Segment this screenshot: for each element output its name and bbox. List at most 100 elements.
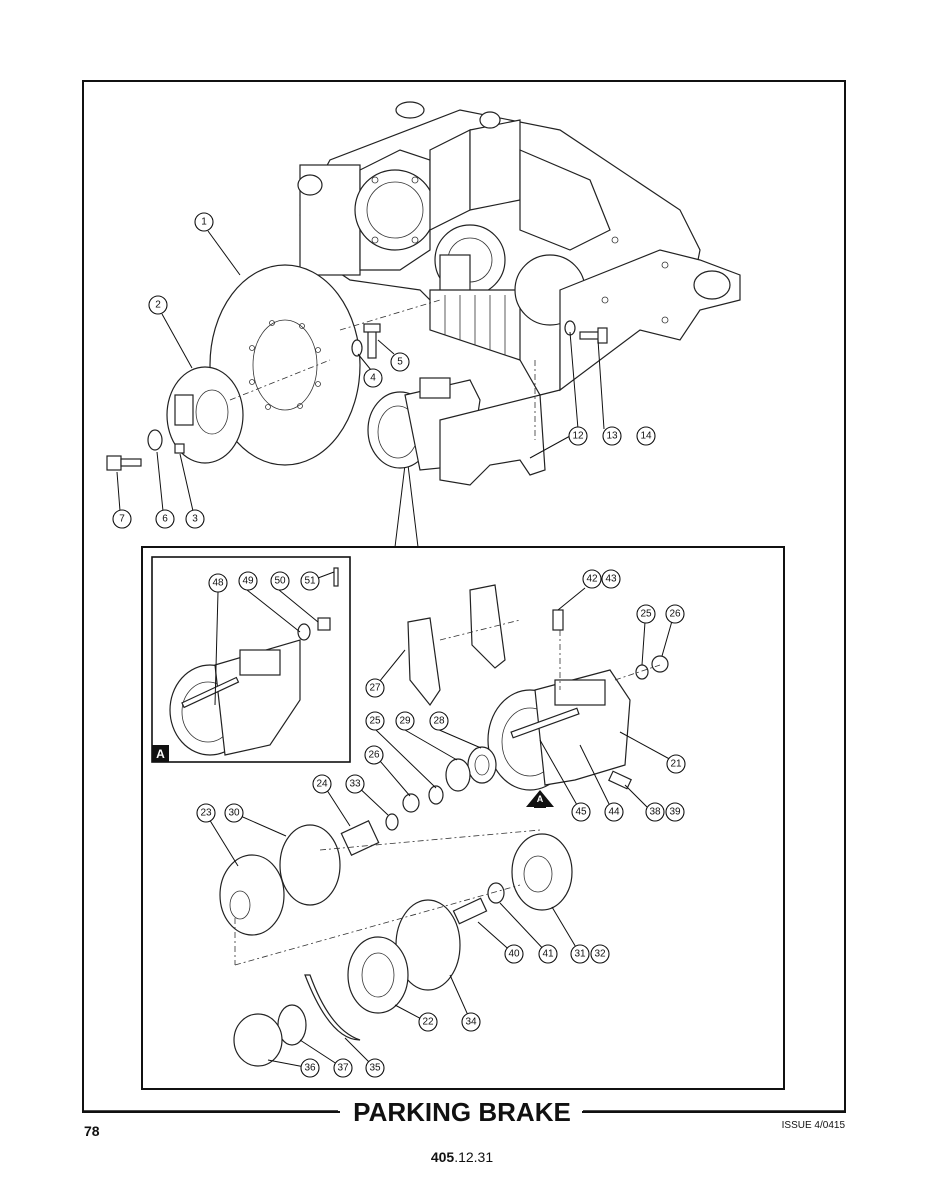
callout-31: 31 bbox=[570, 944, 590, 964]
callout-45: 45 bbox=[571, 802, 591, 822]
ring-25 bbox=[428, 785, 444, 805]
svg-text:35: 35 bbox=[369, 1063, 381, 1074]
bolt-5 bbox=[363, 323, 381, 359]
svg-text:2: 2 bbox=[155, 300, 161, 311]
callout-26: 26 bbox=[364, 745, 384, 765]
brake-pads bbox=[407, 584, 506, 707]
svg-text:43: 43 bbox=[605, 574, 617, 585]
callout-21: 21 bbox=[666, 754, 686, 774]
nut-41 bbox=[487, 882, 505, 904]
callout-35: 35 bbox=[365, 1058, 385, 1078]
callout-24: 24 bbox=[312, 774, 332, 794]
svg-text:42: 42 bbox=[586, 574, 598, 585]
screw-40 bbox=[452, 897, 488, 925]
axle-housing bbox=[297, 101, 741, 396]
callout-22: 22 bbox=[418, 1012, 438, 1032]
callout-41: 41 bbox=[538, 944, 558, 964]
svg-text:30: 30 bbox=[228, 808, 240, 819]
svg-text:28: 28 bbox=[433, 716, 445, 727]
svg-text:25: 25 bbox=[640, 609, 652, 620]
svg-text:37: 37 bbox=[337, 1063, 349, 1074]
assembly-lines-top bbox=[229, 299, 536, 440]
callout-6: 6 bbox=[155, 509, 175, 529]
callout-26-right: 26 bbox=[665, 604, 685, 624]
title-bar: PARKING BRAKE bbox=[83, 1096, 845, 1127]
svg-text:23: 23 bbox=[200, 808, 212, 819]
detail-panel-frame bbox=[141, 546, 785, 1090]
callout-1: 1 bbox=[194, 212, 214, 232]
svg-text:33: 33 bbox=[349, 779, 361, 790]
callout-51: 51 bbox=[300, 571, 320, 591]
svg-text:41: 41 bbox=[542, 949, 554, 960]
ring-33 bbox=[385, 813, 399, 831]
callout-23: 23 bbox=[196, 803, 216, 823]
callout-28: 28 bbox=[429, 711, 449, 731]
adjuster-31 bbox=[511, 833, 573, 911]
nut-3 bbox=[174, 443, 185, 454]
callout-30: 30 bbox=[224, 803, 244, 823]
drive-flange bbox=[166, 366, 244, 464]
svg-text:4: 4 bbox=[370, 373, 376, 384]
svg-text:29: 29 bbox=[399, 716, 411, 727]
direction-arrow-a: A bbox=[526, 790, 554, 808]
inset-caliper bbox=[169, 567, 339, 756]
bolt-7 bbox=[106, 455, 142, 471]
svg-text:27: 27 bbox=[369, 683, 381, 694]
callout-37: 37 bbox=[333, 1058, 353, 1078]
svg-text:A: A bbox=[537, 794, 544, 804]
mounting-bracket bbox=[439, 394, 546, 486]
svg-text:34: 34 bbox=[465, 1017, 477, 1028]
svg-text:22: 22 bbox=[422, 1017, 434, 1028]
bleeder-42 bbox=[552, 609, 564, 631]
page-number: 78 bbox=[84, 1123, 100, 1139]
svg-text:3: 3 bbox=[192, 514, 198, 525]
svg-text:5: 5 bbox=[397, 357, 403, 368]
callout-3: 3 bbox=[185, 509, 205, 529]
inset-a-label: A bbox=[156, 747, 165, 761]
svg-text:14: 14 bbox=[640, 431, 652, 442]
callout-40: 40 bbox=[504, 944, 524, 964]
svg-text:50: 50 bbox=[274, 576, 286, 587]
callout-14: 14 bbox=[636, 426, 656, 446]
svg-text:7: 7 bbox=[119, 514, 125, 525]
callout-43: 43 bbox=[601, 569, 621, 589]
callout-33: 33 bbox=[345, 774, 365, 794]
issue-label: ISSUE 4/0415 bbox=[782, 1120, 846, 1131]
callout-27: 27 bbox=[365, 678, 385, 698]
svg-text:12: 12 bbox=[572, 431, 584, 442]
callout-49: 49 bbox=[238, 571, 258, 591]
svg-text:1: 1 bbox=[201, 217, 207, 228]
svg-text:36: 36 bbox=[304, 1063, 316, 1074]
washer-4 bbox=[351, 339, 363, 357]
callout-39: 39 bbox=[665, 802, 685, 822]
fitting-38 bbox=[608, 770, 632, 790]
svg-text:25: 25 bbox=[369, 716, 381, 727]
callout-32: 32 bbox=[590, 944, 610, 964]
callout-12: 12 bbox=[568, 426, 588, 446]
housing-22 bbox=[347, 936, 409, 1014]
callout-42: 42 bbox=[582, 569, 602, 589]
svg-text:6: 6 bbox=[162, 514, 168, 525]
svg-text:21: 21 bbox=[670, 759, 682, 770]
svg-text:48: 48 bbox=[212, 578, 224, 589]
circlip-35 bbox=[304, 974, 361, 1041]
callout-4: 4 bbox=[363, 368, 383, 388]
callout-5: 5 bbox=[390, 352, 410, 372]
inset-a-label-box bbox=[152, 745, 169, 762]
svg-text:40: 40 bbox=[508, 949, 520, 960]
svg-text:26: 26 bbox=[368, 750, 380, 761]
svg-text:32: 32 bbox=[594, 949, 606, 960]
svg-text:31: 31 bbox=[574, 949, 586, 960]
callout-25: 25 bbox=[365, 711, 385, 731]
caliper-housing bbox=[487, 669, 631, 791]
callout-34: 34 bbox=[461, 1012, 481, 1032]
detail-connector bbox=[394, 464, 419, 548]
svg-text:24: 24 bbox=[316, 779, 328, 790]
inset-a-frame bbox=[151, 556, 351, 763]
svg-text:26: 26 bbox=[669, 609, 681, 620]
piston-23 bbox=[219, 854, 285, 936]
svg-text:13: 13 bbox=[606, 431, 618, 442]
svg-text:45: 45 bbox=[575, 807, 587, 818]
nut-26-right bbox=[651, 655, 669, 673]
